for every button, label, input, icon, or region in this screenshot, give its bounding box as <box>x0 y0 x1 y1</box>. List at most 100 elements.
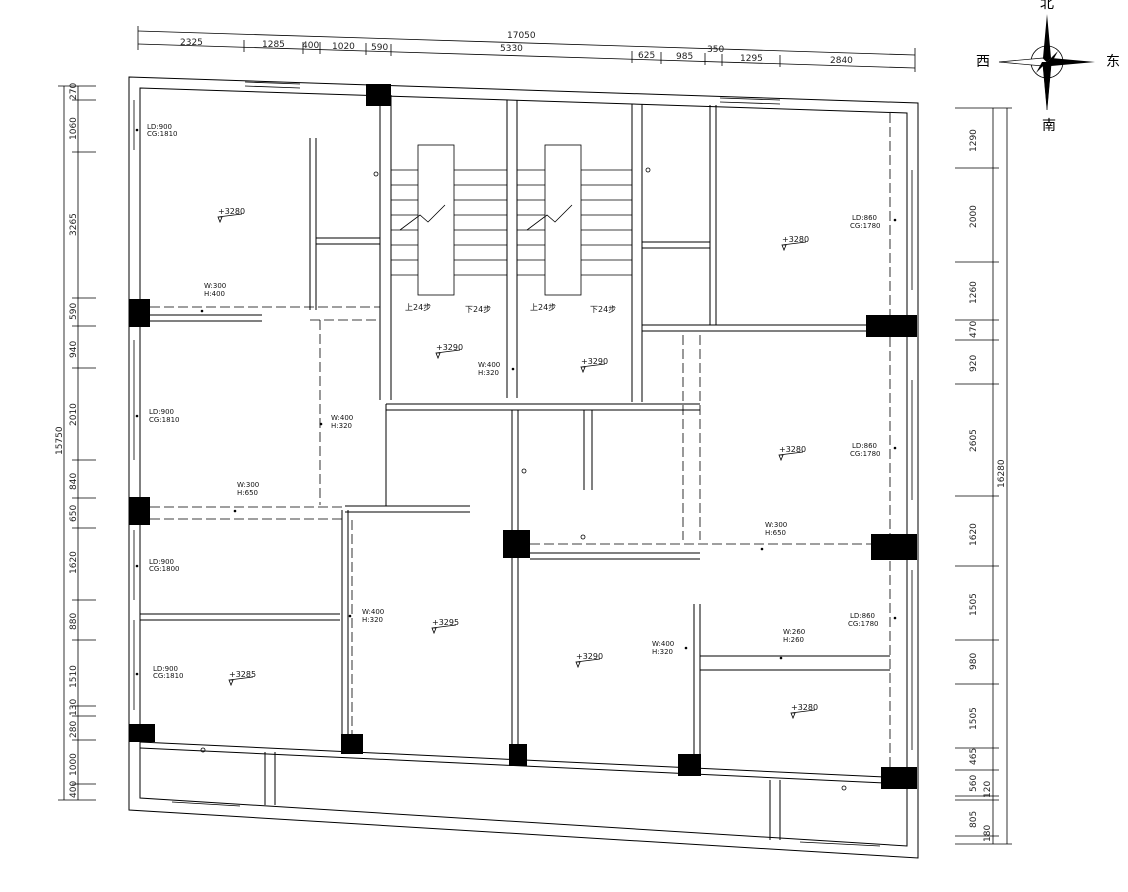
window-cg: CG:1780 <box>848 620 879 628</box>
window-ld: LD:900 <box>149 408 174 416</box>
compass-east-label: 东 <box>1106 54 1120 70</box>
beam-h: H:320 <box>331 422 352 430</box>
dim-right-seg: 465 <box>969 748 979 765</box>
dim-left-seg: 650 <box>69 505 79 522</box>
level-label: +3280 <box>779 445 806 454</box>
dim-left-seg: 590 <box>69 303 79 320</box>
dim-left-seg: 400 <box>69 781 79 798</box>
beam-annotations: W:300 H:400 W:400 H:320 W:300 H:650 W:40… <box>200 282 805 660</box>
window-ld: LD:860 <box>852 214 877 222</box>
dim-top-sub: 5330 <box>500 44 523 54</box>
dim-right-seg: 805 <box>969 811 979 828</box>
dim-top-overall: 17050 <box>507 31 536 41</box>
beam-h: H:320 <box>478 369 499 377</box>
dim-left-seg: 3265 <box>69 213 79 236</box>
dim-top-seg: 350 <box>707 45 724 55</box>
dim-right-seg: 180 <box>983 825 993 842</box>
beam-h: H:650 <box>237 489 258 497</box>
level-label: +3295 <box>432 618 459 627</box>
window-cg: CG:1810 <box>149 416 180 424</box>
dim-right-seg: 1505 <box>969 707 979 730</box>
window-annotations: LD:900 CG:1810 LD:900 CG:1810 LD:900 CG:… <box>135 123 897 680</box>
dim-right-seg: 980 <box>969 653 979 670</box>
top-dimension-chain: 17050 5330 2325 1285 400 1020 590 625 98… <box>137 26 916 72</box>
dim-right-overall: 16280 <box>997 459 1007 488</box>
exterior-walls <box>128 76 919 859</box>
dim-right-seg: 1260 <box>969 281 979 304</box>
beam-w: W:300 <box>765 521 787 529</box>
window-cg: CG:1810 <box>147 130 178 138</box>
dim-top-seg: 985 <box>676 52 693 62</box>
window-cg: CG:1800 <box>149 565 180 573</box>
compass-south-label: 南 <box>1042 118 1056 134</box>
beam-h: H:320 <box>362 616 383 624</box>
beam-h: H:260 <box>783 636 804 644</box>
level-label: +3290 <box>576 652 603 661</box>
beam-w: W:400 <box>652 640 674 648</box>
window-ld: LD:860 <box>852 442 877 450</box>
compass: 北 南 西 东 <box>976 0 1120 134</box>
dim-right-seg: 920 <box>969 355 979 372</box>
dim-top-seg: 400 <box>302 41 319 51</box>
dim-right-seg: 470 <box>969 321 979 338</box>
dim-right-seg: 2605 <box>969 429 979 452</box>
compass-west-label: 西 <box>976 54 990 70</box>
beam-w: W:300 <box>237 481 259 489</box>
dim-left-seg: 280 <box>69 721 79 738</box>
window-ld: LD:900 <box>153 665 178 673</box>
compass-north-label: 北 <box>1040 0 1054 12</box>
interior-walls <box>139 95 908 840</box>
left-dimension-chain: 15750 270 1060 3265 590 940 2010 840 650… <box>55 83 96 801</box>
beam-w: W:400 <box>478 361 500 369</box>
dim-right-seg: 1505 <box>969 593 979 616</box>
dim-right-seg: 2000 <box>969 205 979 228</box>
window-cg: CG:1810 <box>153 672 184 680</box>
level-label: +3290 <box>436 343 463 352</box>
dim-left-seg: 1060 <box>69 117 79 140</box>
dim-top-seg: 590 <box>371 43 388 53</box>
dim-top-seg: 1285 <box>262 40 285 50</box>
level-label: +3280 <box>782 235 809 244</box>
window-cg: CG:1780 <box>850 222 881 230</box>
dim-left-seg: 940 <box>69 341 79 358</box>
stair-right-down: 下24步 <box>590 305 616 314</box>
dim-left-seg: 270 <box>69 83 79 100</box>
beam-h: H:320 <box>652 648 673 656</box>
dim-left-seg: 880 <box>69 613 79 630</box>
window-ld: LD:900 <box>147 123 172 131</box>
beam-w: W:400 <box>331 414 353 422</box>
beam-w: W:300 <box>204 282 226 290</box>
dim-right-seg: 1290 <box>969 129 979 152</box>
beam-h: H:650 <box>765 529 786 537</box>
stair-right <box>517 144 632 296</box>
stair-left <box>391 144 507 296</box>
beam-w: W:400 <box>362 608 384 616</box>
structural-columns <box>129 84 917 789</box>
stair-right-up: 上24步 <box>530 303 556 312</box>
stair-left-down: 下24步 <box>465 305 491 314</box>
level-label: +3280 <box>218 207 245 216</box>
window-ld: LD:900 <box>149 558 174 566</box>
level-label: +3280 <box>791 703 818 712</box>
dim-left-seg: 1620 <box>69 551 79 574</box>
beam-w: W:260 <box>783 628 805 636</box>
level-label: +3290 <box>581 357 608 366</box>
right-dimension-chain: 16280 1290 2000 1260 470 920 2605 1620 1… <box>955 107 1012 845</box>
dim-right-seg: 560 <box>969 775 979 792</box>
dim-left-overall: 15750 <box>55 426 65 455</box>
dim-top-seg: 1020 <box>332 42 355 52</box>
dim-top-seg: 1295 <box>740 54 763 64</box>
dim-top-seg: 2325 <box>180 38 203 48</box>
dim-left-seg: 840 <box>69 473 79 490</box>
dim-left-seg: 1510 <box>69 665 79 688</box>
dim-left-seg: 2010 <box>69 403 79 426</box>
beam-h: H:400 <box>204 290 225 298</box>
dim-right-seg: 120 <box>983 781 993 798</box>
window-ld: LD:860 <box>850 612 875 620</box>
dim-top-seg: 625 <box>638 51 655 61</box>
stair-left-up: 上24步 <box>405 303 431 312</box>
level-markers: +3280 +3280 +3290 +3290 +3280 +3295 +329… <box>217 207 818 720</box>
dim-top-seg: 2840 <box>830 56 853 66</box>
level-label: +3285 <box>229 670 256 679</box>
